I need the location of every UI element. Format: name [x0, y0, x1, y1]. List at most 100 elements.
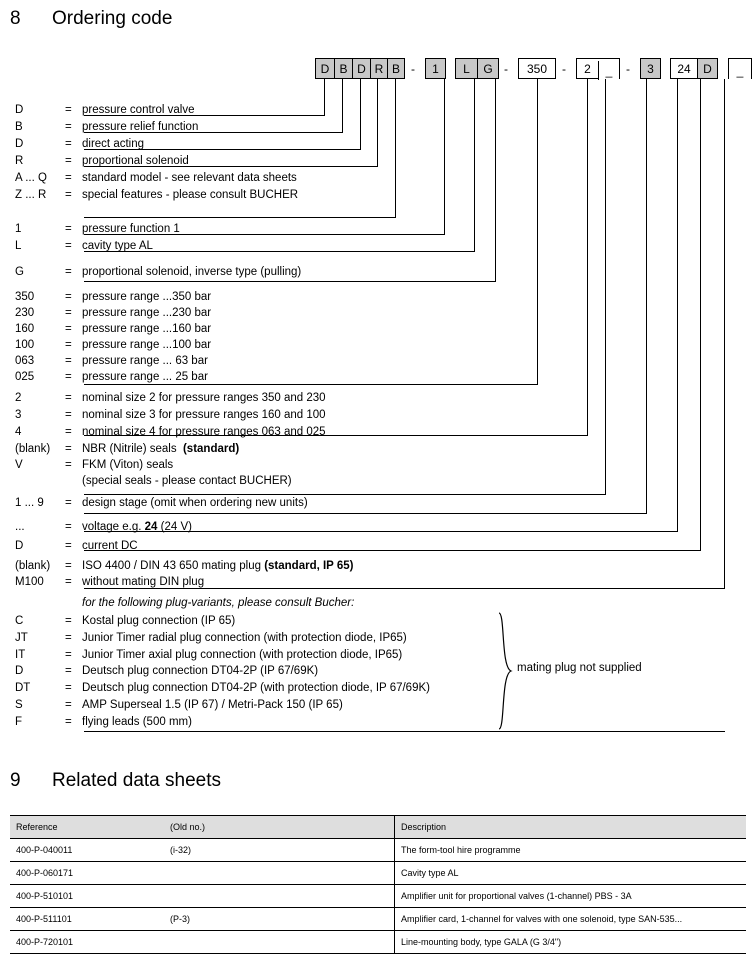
legend-eq-24: = [65, 560, 72, 572]
legend-eq-9: = [65, 291, 72, 303]
legend-text-9: pressure range ...350 bar [82, 291, 212, 303]
table-row[interactable]: 400-P-720101 Line-mounting body, type GA… [10, 930, 746, 954]
code-group-size-seals[interactable]: 2 _ [576, 58, 620, 80]
legend-text-20: (special seals - please contact BUCHER) [82, 475, 292, 487]
code-cell-d2[interactable]: D [352, 59, 370, 78]
legend-key-14: 025 [15, 371, 35, 383]
legend-key-23: D [15, 540, 24, 552]
code-cell-3[interactable]: 3 [641, 59, 660, 78]
leader-line-h-d1 [84, 115, 325, 116]
legend-eq-1: = [65, 121, 72, 133]
code-cell-350[interactable]: 350 [519, 59, 555, 78]
leader-line-h-g [84, 281, 496, 282]
legend-text-7: cavity type AL [82, 240, 153, 252]
code-group-plug-variant[interactable]: _ [728, 58, 752, 80]
code-group-model[interactable]: D B D R B [315, 58, 405, 79]
legend-key-30: D [15, 665, 24, 677]
legend-text-32: AMP Superseal 1.5 (IP 67) / Metri-Pack 1… [82, 699, 343, 711]
table-header-row: Reference (Old no.) Description [10, 815, 746, 839]
leader-line-h-24 [84, 531, 678, 532]
code-group-pressure-range[interactable]: 350 [518, 58, 556, 79]
code-group-cavity-solenoid[interactable]: L G [455, 58, 499, 79]
legend-key-10: 230 [15, 307, 35, 319]
legend-eq-17: = [65, 426, 72, 438]
leader-line-h-plug [84, 588, 725, 589]
leader-line-h-b1 [84, 132, 343, 133]
leader-line-h-3 [84, 513, 647, 514]
legend-eq-29: = [65, 649, 72, 661]
legend-bold-iso: (standard, IP 65) [264, 560, 354, 572]
brace-label: mating plug not supplied [517, 662, 642, 674]
legend-text-15: nominal size 2 for pressure ranges 350 a… [82, 392, 326, 404]
leader-line-v-d2 [360, 79, 361, 149]
legend-eq-16: = [65, 409, 72, 421]
legend-eq-2: = [65, 138, 72, 150]
table-row[interactable]: 400-P-510101 Amplifier unit for proporti… [10, 884, 746, 908]
code-cell-b2[interactable]: B [387, 59, 404, 78]
legend-eq-14: = [65, 371, 72, 383]
code-cell-dc[interactable]: D [697, 59, 717, 78]
section-9-title: Related data sheets [52, 770, 222, 791]
code-group-pressure-function[interactable]: 1 [425, 58, 446, 79]
column-header-old-no: (Old no.) [164, 815, 395, 839]
legend-text-29: Junior Timer axial plug connection (with… [82, 649, 403, 661]
legend-eq-19: = [65, 459, 72, 471]
legend-text-12: pressure range ...100 bar [82, 339, 212, 351]
legend-text-14: pressure range ... 25 bar [82, 371, 208, 383]
legend-eq-0: = [65, 104, 72, 116]
legend-eq-30: = [65, 665, 72, 677]
legend-text-27: Kostal plug connection (IP 65) [82, 615, 236, 627]
legend-text-6: pressure function 1 [82, 223, 180, 235]
code-cell-l[interactable]: L [456, 59, 477, 78]
table-row[interactable]: 400-P-040011 (i-32) The form-tool hire p… [10, 838, 746, 862]
legend-text-13: pressure range ... 63 bar [82, 355, 208, 367]
code-cell-24[interactable]: 24 [671, 59, 697, 78]
legend-text-26: for the following plug-variants, please … [82, 597, 355, 609]
legend-key-29: IT [15, 649, 26, 661]
code-cell-2[interactable]: 2 [577, 59, 598, 78]
code-cell-g[interactable]: G [477, 59, 498, 78]
code-cell-plug-blank[interactable]: _ [729, 61, 751, 80]
section-8-number: 8 [10, 8, 21, 29]
code-cell-b1[interactable]: B [334, 59, 352, 78]
legend-eq-31: = [65, 682, 72, 694]
code-cell-r[interactable]: R [370, 59, 387, 78]
leader-line-h-2 [84, 435, 588, 436]
legend-text-1: pressure relief function [82, 121, 199, 133]
code-cell-d1[interactable]: D [316, 59, 334, 78]
legend-key-33: F [15, 716, 23, 728]
leader-line-v-2 [587, 79, 588, 435]
code-cell-1[interactable]: 1 [426, 59, 445, 78]
legend-eq-25: = [65, 576, 72, 588]
cell-reference: 400-P-510101 [10, 884, 164, 908]
legend-text-24: ISO 4400 / DIN 43 650 mating plug (stand… [82, 560, 354, 572]
legend-eq-7: = [65, 240, 72, 252]
code-group-voltage-current[interactable]: 24 D [670, 58, 718, 79]
legend-eq-3: = [65, 155, 72, 167]
legend-text-0: pressure control valve [82, 104, 195, 116]
legend-text-18: NBR (Nitrile) seals (standard) [82, 443, 240, 455]
cell-old-no [164, 861, 395, 885]
code-group-design-stage[interactable]: 3 [640, 58, 661, 79]
legend-key-21: 1 ... 9 [15, 497, 44, 509]
table-row[interactable]: 400-P-060171 Cavity type AL [10, 861, 746, 885]
legend-text-21: design stage (omit when ordering new uni… [82, 497, 308, 509]
legend-eq-15: = [65, 392, 72, 404]
leader-line-v-g [495, 79, 496, 281]
legend-text-5: special features - please consult BUCHER [82, 189, 299, 201]
plug-variants-brace [498, 612, 513, 730]
legend-text-33: flying leads (500 mm) [82, 716, 192, 728]
legend-key-17: 4 [15, 426, 22, 438]
table-row[interactable]: 400-P-511101 (P-3) Amplifier card, 1-cha… [10, 907, 746, 931]
legend-text-16: nominal size 3 for pressure ranges 160 a… [82, 409, 326, 421]
code-dash-2: - [504, 62, 508, 76]
cell-description: Cavity type AL [394, 861, 746, 885]
legend-key-19: V [15, 459, 23, 471]
cell-reference: 400-P-720101 [10, 930, 164, 954]
code-cell-seals-blank[interactable]: _ [598, 61, 619, 80]
legend-key-6: 1 [15, 223, 22, 235]
leader-line-v-350 [537, 79, 538, 384]
legend-text-31: Deutsch plug connection DT04-2P (with pr… [82, 682, 430, 694]
cell-reference: 400-P-040011 [10, 838, 164, 862]
legend-text-22: voltage e.g. 24 (24 V) [82, 521, 192, 533]
